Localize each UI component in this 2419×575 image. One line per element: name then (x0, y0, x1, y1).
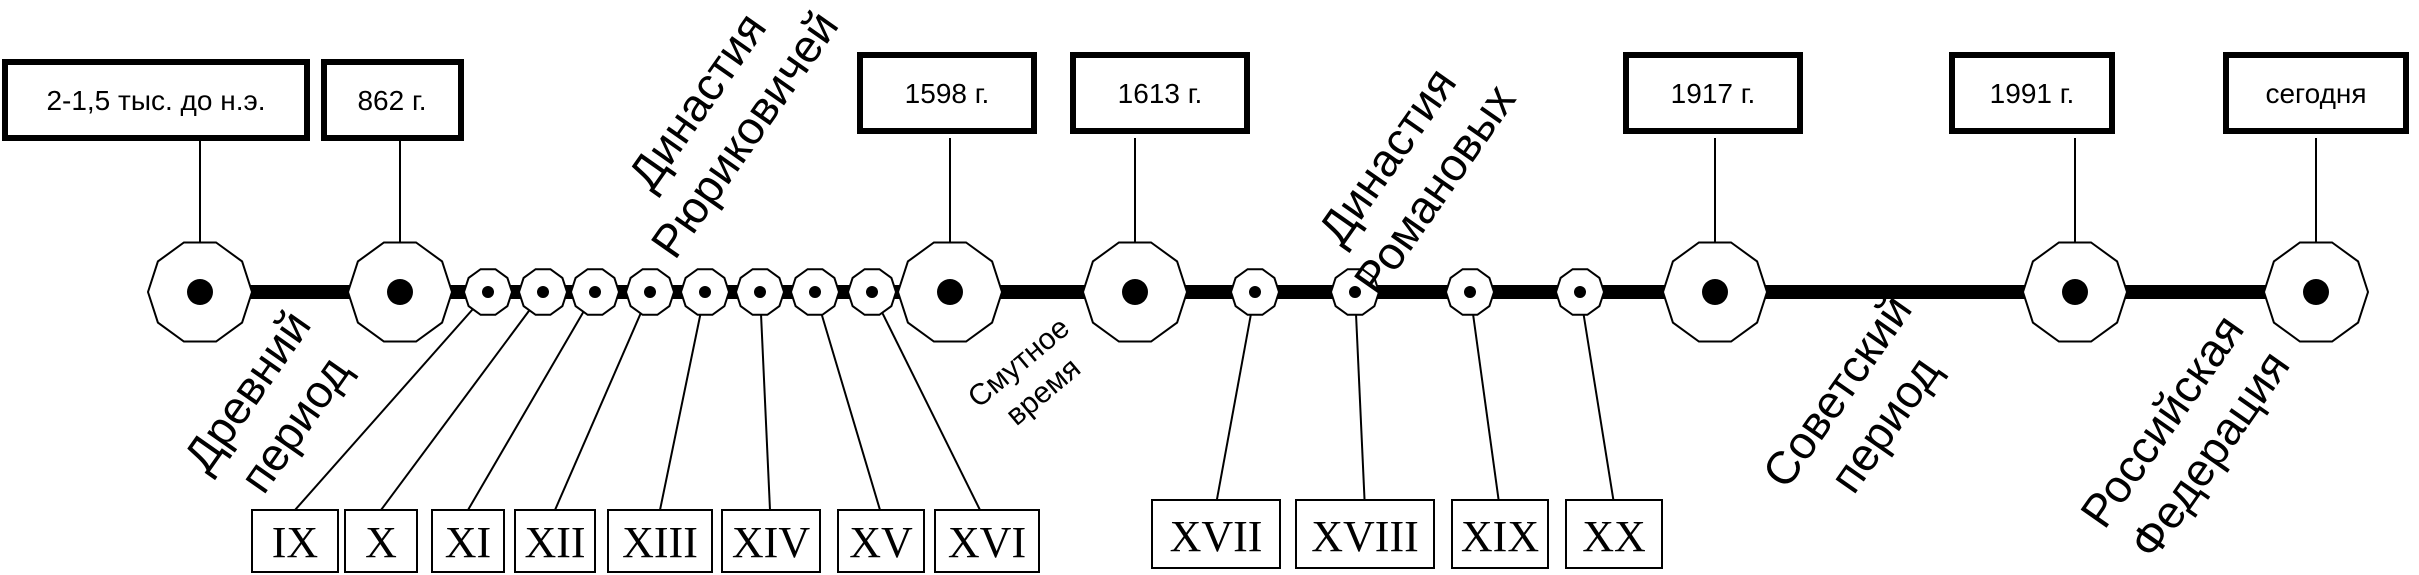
century-box-xviii: XVIII (1295, 499, 1435, 569)
century-box-xii: XII (514, 509, 596, 573)
century-label: X (365, 518, 397, 567)
big-node-today (2262, 241, 2370, 343)
date-box-862: 862 г. (321, 59, 464, 141)
century-label: XIV (732, 518, 810, 567)
century-node-xiii (679, 268, 731, 316)
century-node-xiv (734, 268, 786, 316)
century-box-xix: XIX (1451, 499, 1549, 569)
century-label: XIII (622, 518, 698, 567)
century-node-xvi (846, 268, 898, 316)
big-node-1917 (1661, 241, 1769, 343)
date-label: 862 г. (357, 85, 426, 116)
date-label: 2-1,5 тыс. до н.э. (46, 85, 265, 116)
century-box-xi: XI (431, 509, 505, 573)
century-node-xviii (1329, 268, 1381, 316)
century-node-xix (1444, 268, 1496, 316)
date-box-1598: 1598 г. (857, 52, 1037, 134)
date-label: сегодня (2265, 78, 2366, 109)
century-box-xiii: XIII (607, 509, 713, 573)
date-label: 1598 г. (905, 78, 990, 109)
date-connectors (199, 138, 2317, 292)
century-connectors (294, 291, 1616, 511)
date-box-1613: 1613 г. (1070, 52, 1250, 134)
date-label: 1613 г. (1118, 78, 1203, 109)
century-box-xvii: XVII (1151, 499, 1281, 569)
century-label: XI (445, 518, 491, 567)
date-box-1917: 1917 г. (1623, 52, 1803, 134)
date-label: 1917 г. (1671, 78, 1756, 109)
big-node-1991 (2021, 241, 2129, 343)
century-node-xii (624, 268, 676, 316)
century-label: XII (524, 518, 585, 567)
date-label: 1991 г. (1990, 78, 2075, 109)
century-box-xvi: XVI (934, 509, 1040, 573)
big-node-1613 (1081, 241, 1189, 343)
century-label: XVIII (1311, 512, 1419, 561)
century-node-xi (569, 268, 621, 316)
period-troubles: Смутное время (962, 311, 1087, 432)
century-box-xv: XV (837, 509, 925, 573)
century-node-xv (789, 268, 841, 316)
period-romanovs: Династия Романовых (1308, 58, 1526, 304)
date-box-ancient: 2-1,5 тыс. до н.э. (2, 59, 310, 141)
century-box-ix: IX (251, 509, 339, 573)
period-russian-federation: Российская Федерация (2070, 305, 2300, 567)
century-label: XVII (1170, 512, 1263, 561)
century-label: IX (272, 518, 318, 567)
big-node-1598 (896, 241, 1004, 343)
century-box-xx: XX (1565, 499, 1663, 569)
century-node-xx (1554, 268, 1606, 316)
century-label: XX (1582, 512, 1646, 561)
century-label: XV (849, 518, 913, 567)
century-label: XVI (948, 518, 1026, 567)
century-box-xiv: XIV (721, 509, 821, 573)
big-node-ancient (146, 241, 254, 343)
century-node-xvii (1229, 268, 1281, 316)
date-box-1991: 1991 г. (1949, 52, 2115, 134)
big-node-862 (346, 241, 454, 343)
century-label: XIX (1461, 512, 1539, 561)
century-node-x (517, 268, 569, 316)
date-box-today: сегодня (2223, 52, 2409, 134)
period-rurikids: Династия Рюриковичей (618, 1, 849, 267)
century-node-ix (462, 268, 514, 316)
century-box-x: X (344, 509, 418, 573)
period-soviet: Советский период (1752, 285, 1950, 502)
